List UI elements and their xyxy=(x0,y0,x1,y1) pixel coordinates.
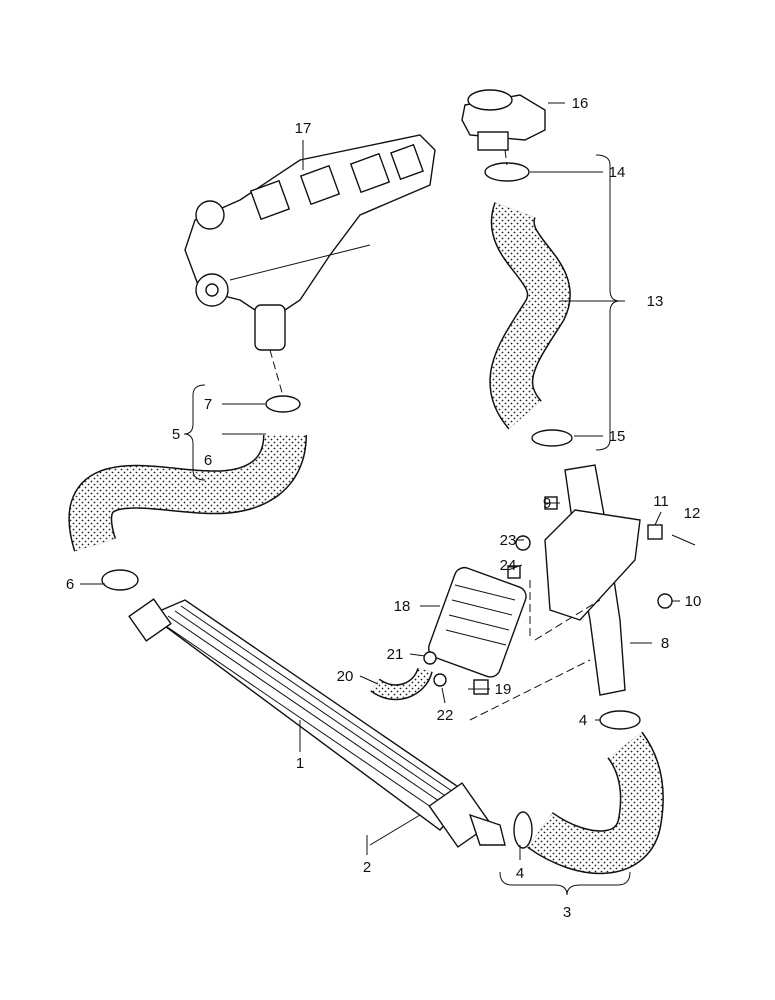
turbocharger-manifold[interactable] xyxy=(184,134,436,351)
hose-clamp-4[interactable] xyxy=(599,710,641,730)
callout-11: 11 xyxy=(653,493,669,510)
callout-10: 10 xyxy=(685,593,702,610)
callout-15: 15 xyxy=(609,428,626,445)
callout-2: 2 xyxy=(363,859,371,876)
hose-clamp-14[interactable] xyxy=(484,162,530,182)
callout-12: 12 xyxy=(684,505,701,522)
hose-clamp-15[interactable] xyxy=(531,429,573,447)
callout-7: 7 xyxy=(204,396,212,413)
callout-20: 20 xyxy=(337,668,354,685)
nut-10[interactable] xyxy=(657,593,673,609)
callout-6-lower: 6 xyxy=(66,576,74,593)
clamp-22[interactable] xyxy=(433,673,447,687)
resonator-18[interactable] xyxy=(426,565,529,680)
callout-22: 22 xyxy=(437,707,454,724)
callout-6-upper: 6 xyxy=(204,452,212,469)
charge-air-hose-6[interactable] xyxy=(68,433,307,552)
callout-13: 13 xyxy=(647,293,664,310)
hose-clamp-6[interactable] xyxy=(101,569,139,591)
callout-5: 5 xyxy=(172,426,180,443)
callout-18: 18 xyxy=(394,598,411,615)
hose-clamp-4b[interactable] xyxy=(513,811,533,849)
charge-air-hose-3[interactable] xyxy=(527,731,664,875)
callout-17: 17 xyxy=(295,120,312,137)
charge-air-pipe-8[interactable] xyxy=(544,464,641,696)
callout-23: 23 xyxy=(500,532,517,549)
charge-air-hose-13[interactable] xyxy=(489,202,571,430)
callout-3: 3 xyxy=(563,904,571,921)
callout-9: 9 xyxy=(543,495,551,512)
screw-2[interactable] xyxy=(369,814,421,846)
throttle-body[interactable] xyxy=(461,89,546,151)
valve-19[interactable] xyxy=(473,679,489,695)
callout-8: 8 xyxy=(661,635,669,652)
callout-21: 21 xyxy=(387,646,404,663)
bracket-11[interactable] xyxy=(647,524,663,540)
leader-lines xyxy=(80,102,680,896)
grommet-23[interactable] xyxy=(515,535,531,551)
callout-24: 24 xyxy=(500,557,517,574)
callout-1: 1 xyxy=(296,755,304,772)
callout-4-lower: 4 xyxy=(516,865,524,882)
callout-16: 16 xyxy=(572,95,589,112)
callout-19: 19 xyxy=(495,681,512,698)
clamp-21[interactable] xyxy=(423,651,437,665)
callout-4-upper: 4 xyxy=(579,712,587,729)
callout-14: 14 xyxy=(609,164,626,181)
intercooler[interactable] xyxy=(128,598,506,848)
bolt-12[interactable] xyxy=(671,534,696,546)
hose-clamp-7[interactable] xyxy=(265,395,301,413)
